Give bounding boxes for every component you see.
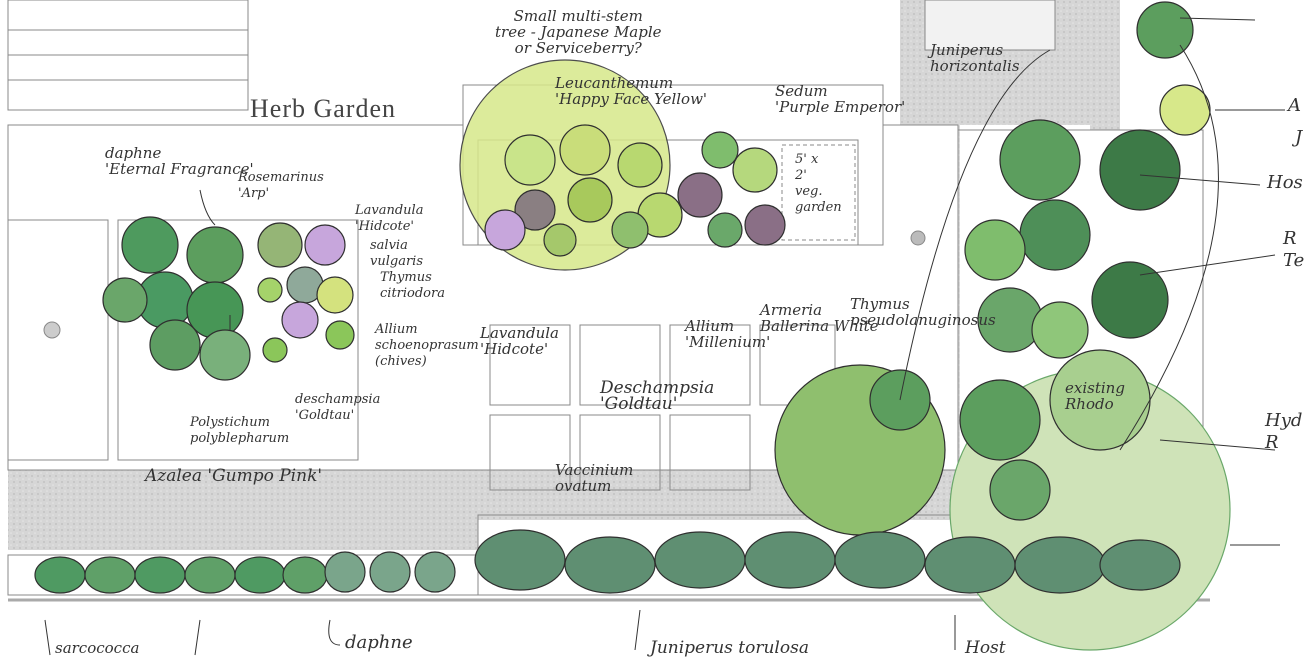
front-hedge [34,529,1181,594]
label-juniperus-torulosa: Juniperus torulosa [650,638,809,657]
label-azalea: Azalea 'Gumpo Pink' [145,466,323,486]
label-daphne-eternal-fragrance: daphne 'Eternal Fragrance' [105,144,254,178]
label-leucanthemum: Leucanthemum 'Happy Face Yellow' [555,74,708,108]
label-armeria: Armeria Ballerina White [760,301,879,335]
label-host: Host [965,638,1006,657]
label-deschampsia-2: Deschampsia 'Goldtau' [600,378,715,414]
label-lavandula-2: Lavandula 'Hidcote' [480,324,559,358]
label-sarcococca: sarcococca [55,639,140,657]
perennial-bed [484,124,786,257]
label-right-a: A [1288,95,1301,116]
label-allium-millenium: Allium 'Millenium' [685,317,771,351]
label-right-hyd: Hyd R [1265,410,1303,453]
border-shrubs [869,1,1211,521]
label-right-r: R Te [1283,228,1305,271]
label-thymus-citriodora: Thymus citriodora [380,270,445,301]
label-lavandula-1: Lavandula 'Hidcote' [355,203,424,234]
label-sedum: Sedum 'Purple Emperor' [775,82,906,116]
label-rosmarinus: Rosemarinus 'Arp' [238,170,324,201]
label-allium-schoenoprasum: Allium schoenoprasum (chives) [375,322,479,369]
label-deschampsia-1: deschampsia 'Goldtau' [295,392,381,423]
label-existing-rhodo: existing Rhodo [1065,379,1125,413]
leader-lines [44,17,1285,656]
label-vaccinium: Vaccinium ovatum [555,461,634,495]
label-juniperus-horizontalis: Juniperus horizontalis [930,41,1020,75]
label-salvia: salvia vulgaris [370,238,423,269]
label-thymus-pseudolanuginosus: Thymus pseudolanuginosus [850,295,996,329]
label-polystichum: Polystichum polyblepharum [190,415,290,446]
paving-area [1090,0,1120,130]
paving-area [8,470,478,550]
label-veg-garden: 5' x 2' veg. garden [795,152,842,215]
herb-garden-title: Herb Garden [250,94,396,123]
herb-cluster [102,216,355,381]
label-tree: Small multi-stem tree - Japanese Maple o… [495,7,662,57]
label-right-j: J [1295,127,1303,148]
label-right-hos: Hos [1267,172,1303,193]
label-daphne: daphne [345,632,413,653]
